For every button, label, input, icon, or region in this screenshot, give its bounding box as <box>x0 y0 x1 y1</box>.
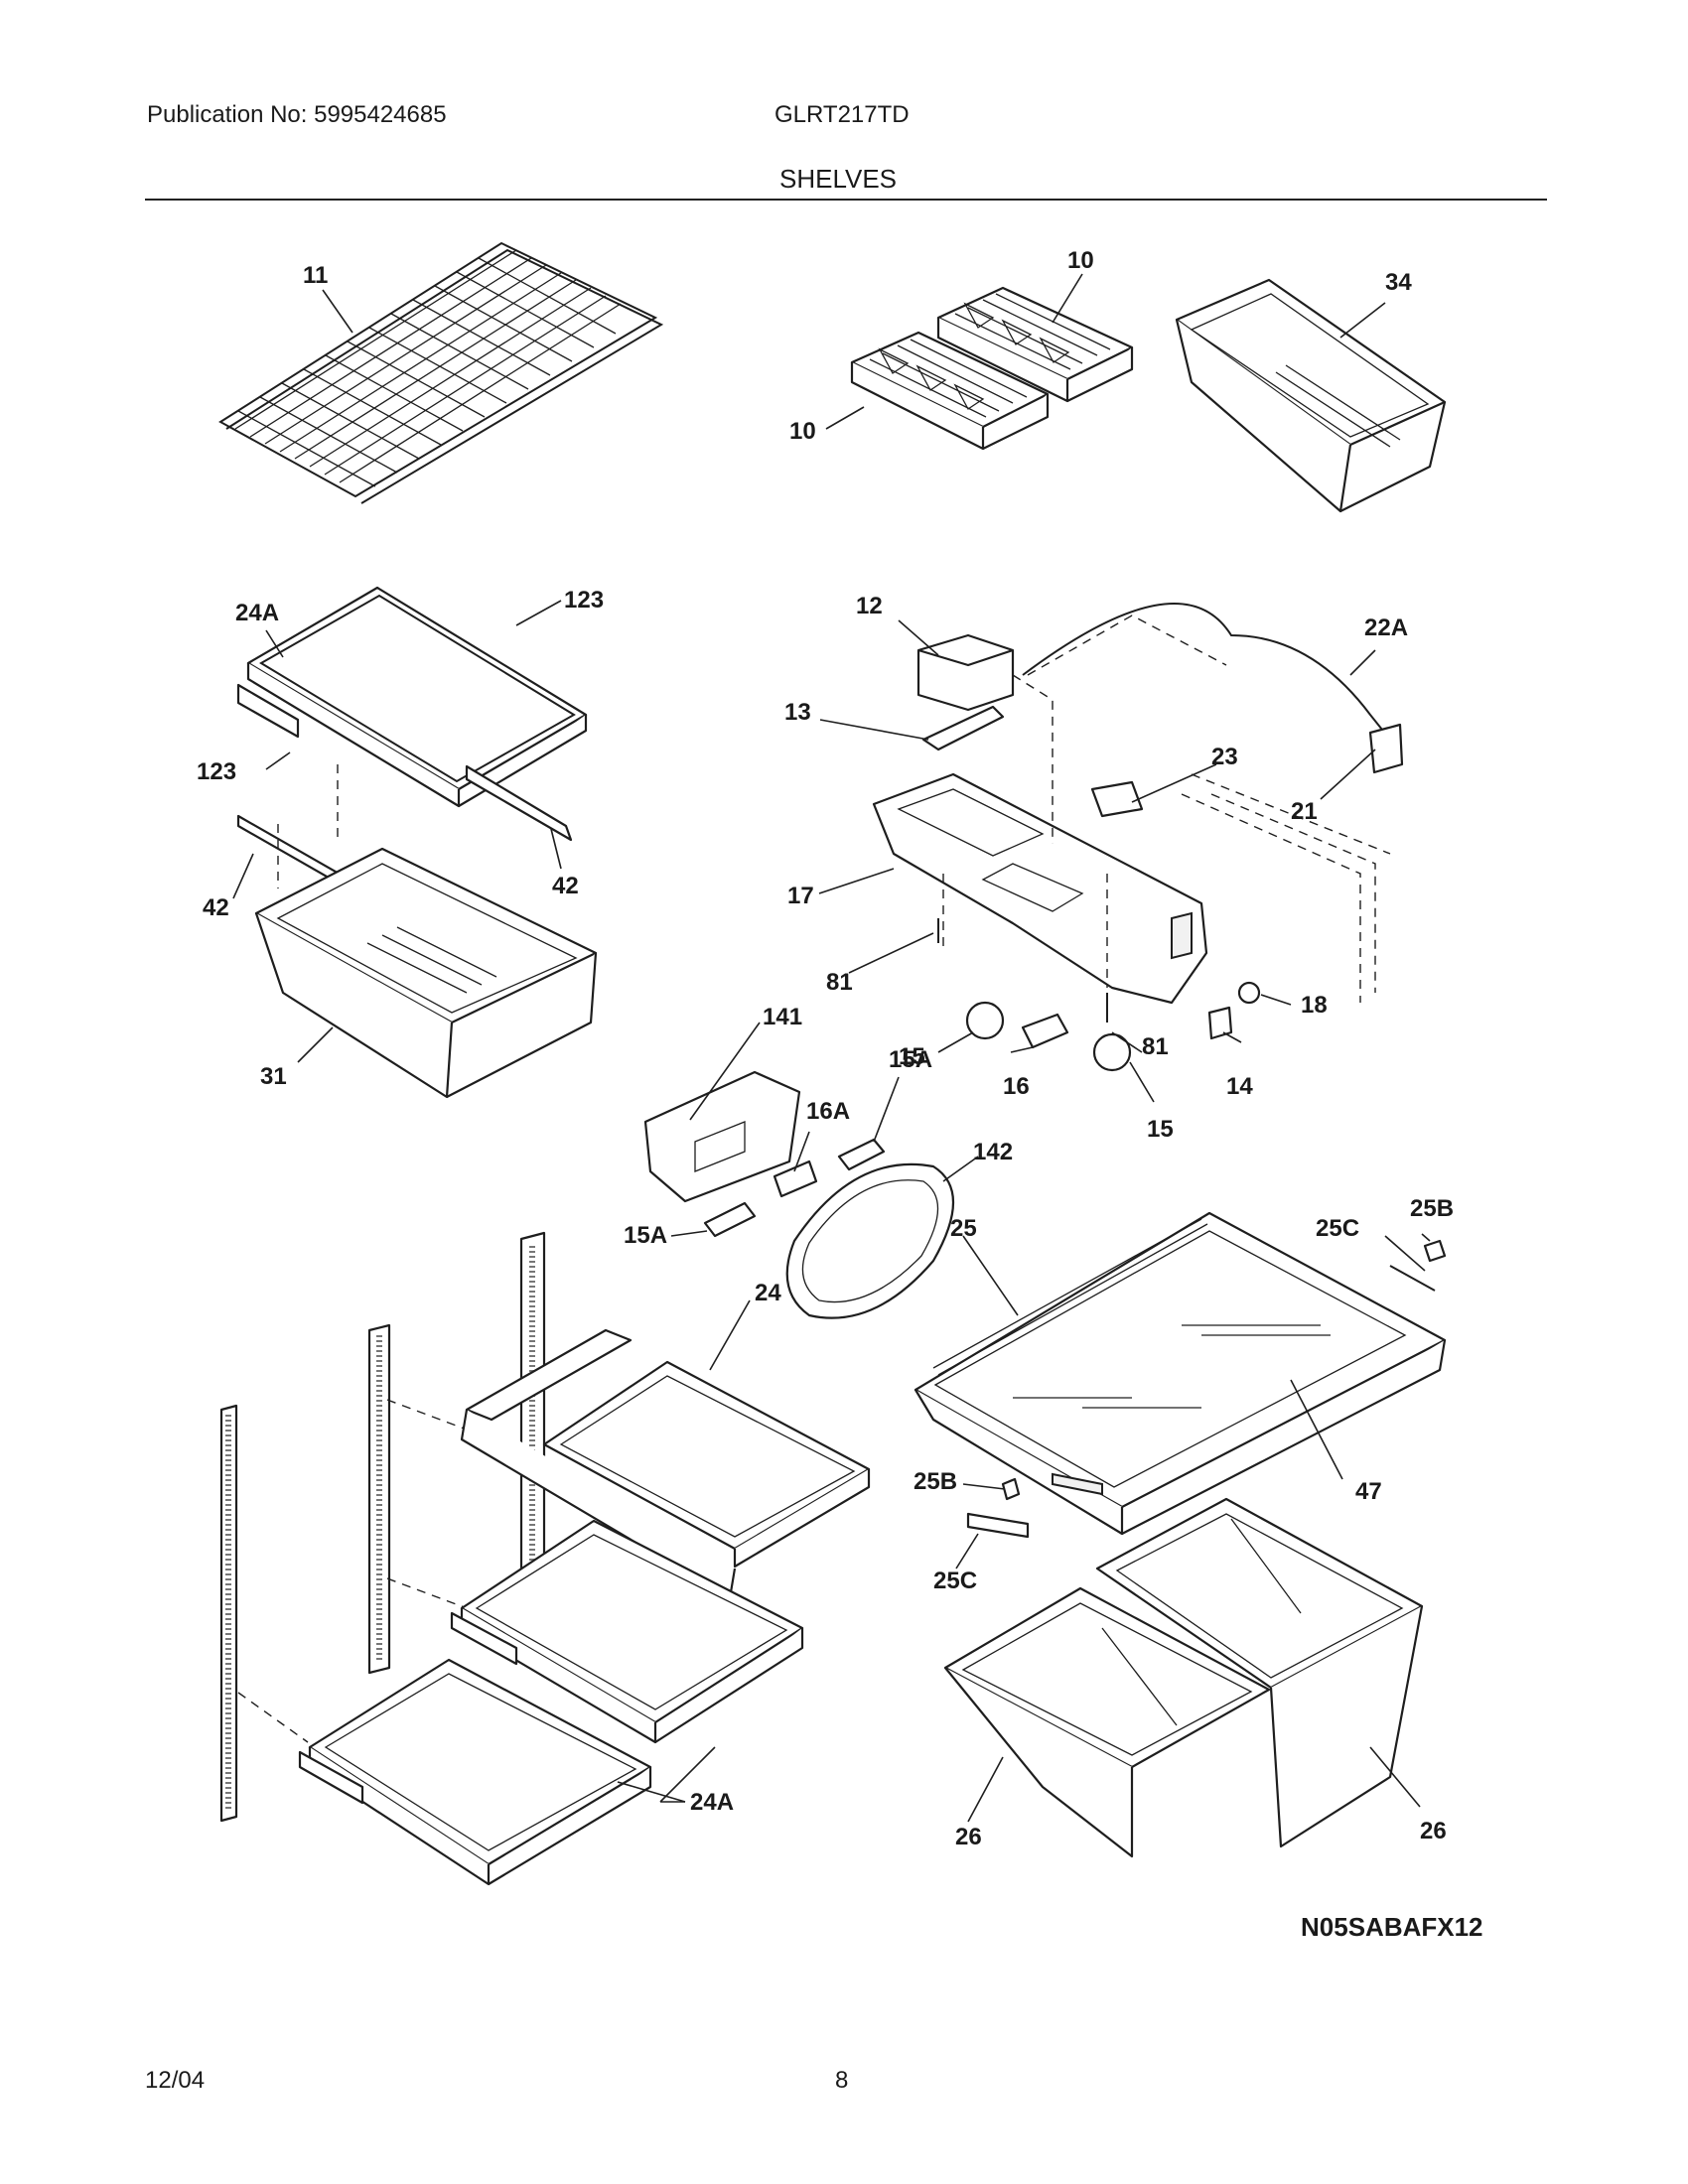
callout-21: 21 <box>1291 798 1318 825</box>
callout-22A: 22A <box>1364 614 1408 641</box>
header-divider <box>145 199 1547 201</box>
cantilever-shelf-upper <box>460 1328 871 1600</box>
callout-141: 141 <box>763 1004 802 1030</box>
crisper-drawer <box>254 847 598 1099</box>
callout-24A: 24A <box>690 1789 734 1816</box>
model-number: GLRT217TD <box>774 101 910 128</box>
callout-17: 17 <box>787 883 814 909</box>
publication-date: 12/04 <box>145 2067 206 2094</box>
callout-16A: 16A <box>806 1098 850 1125</box>
damper-flap <box>921 705 1005 751</box>
glass-shelf-top <box>236 586 588 808</box>
wire-harness <box>1022 603 1391 741</box>
crisper-cover-fasteners <box>966 1239 1447 1539</box>
crisper-pan-right <box>1095 1497 1424 1848</box>
callout-15: 15 <box>1147 1116 1174 1143</box>
publication-number: Publication No: 5995424685 <box>147 101 447 128</box>
callout-18: 18 <box>1301 992 1328 1019</box>
callout-42: 42 <box>552 873 579 899</box>
control-module <box>1090 780 1144 818</box>
callout-16: 16 <box>1003 1073 1030 1100</box>
glass-shelf-lower <box>298 1658 652 1886</box>
callout-31: 31 <box>260 1063 287 1090</box>
wire-shelf <box>218 241 664 504</box>
callout-142: 142 <box>973 1139 1013 1165</box>
shelf-ladder-rails <box>219 1231 546 1823</box>
callout-25C: 25C <box>933 1568 977 1594</box>
callout-25C: 25C <box>1316 1215 1359 1242</box>
assembly-guide-lines <box>942 614 1391 1003</box>
light-socket <box>1021 1013 1069 1049</box>
callout-123: 123 <box>564 587 604 614</box>
callout-25: 25 <box>950 1215 977 1242</box>
light-housing <box>872 772 1208 1005</box>
lamp-housing <box>643 1070 801 1203</box>
callout-10: 10 <box>789 418 816 445</box>
lamp-socket-bulbs <box>703 1138 886 1238</box>
callout-34: 34 <box>1385 269 1412 296</box>
callout-15A: 15A <box>889 1046 932 1073</box>
callout-24A: 24A <box>235 600 279 626</box>
screws <box>937 918 1108 1023</box>
callout-10: 10 <box>1067 247 1094 274</box>
ice-tray-lower <box>850 331 1050 451</box>
light-bulbs <box>965 1001 1132 1072</box>
callout-47: 47 <box>1355 1478 1382 1505</box>
callout-23: 23 <box>1211 744 1238 770</box>
callout-26: 26 <box>1420 1818 1447 1844</box>
callout-leaders <box>232 273 1431 1823</box>
light-switch <box>1207 1006 1233 1040</box>
lens-cover <box>785 1162 954 1319</box>
callout-13: 13 <box>784 699 811 726</box>
small-bin <box>1175 278 1447 513</box>
callout-15A: 15A <box>624 1222 667 1249</box>
crisper-cover-glass <box>914 1211 1447 1536</box>
diagram-code: N05SABAFX12 <box>1301 1912 1483 1942</box>
callout-14: 14 <box>1226 1073 1253 1100</box>
callout-25B: 25B <box>914 1468 957 1495</box>
callout-25B: 25B <box>1410 1195 1454 1222</box>
callout-123: 123 <box>197 758 236 785</box>
callout-11: 11 <box>303 262 328 289</box>
page-number: 8 <box>835 2067 849 2094</box>
callout-12: 12 <box>856 593 883 619</box>
crisper-pan-left <box>943 1586 1271 1858</box>
glass-shelf-middle <box>450 1519 804 1744</box>
callout-81: 81 <box>826 969 853 996</box>
section-title: SHELVES <box>779 164 898 194</box>
callout-15: 15 <box>899 1043 925 1070</box>
ice-tray-upper <box>936 286 1134 403</box>
callout-42: 42 <box>203 894 229 921</box>
door-switch <box>1368 723 1404 774</box>
callout-81: 81 <box>1142 1033 1169 1060</box>
callout-26: 26 <box>955 1824 982 1850</box>
grommet <box>1237 981 1261 1005</box>
callout-24: 24 <box>755 1280 781 1306</box>
ice-cube-chute <box>916 633 1015 712</box>
